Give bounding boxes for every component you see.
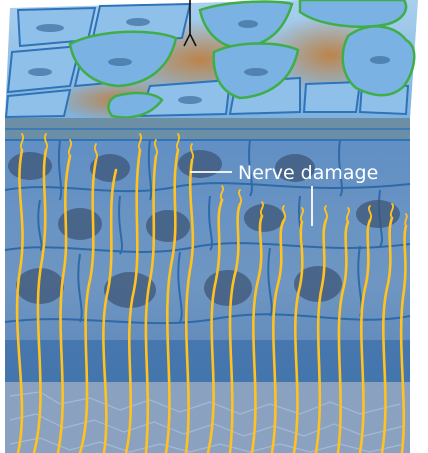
skin-surface [5, 0, 418, 122]
dermis-layer [5, 382, 410, 453]
nerve-damage-label: Nerve damage [238, 162, 378, 184]
basal-layer-band [5, 340, 410, 382]
